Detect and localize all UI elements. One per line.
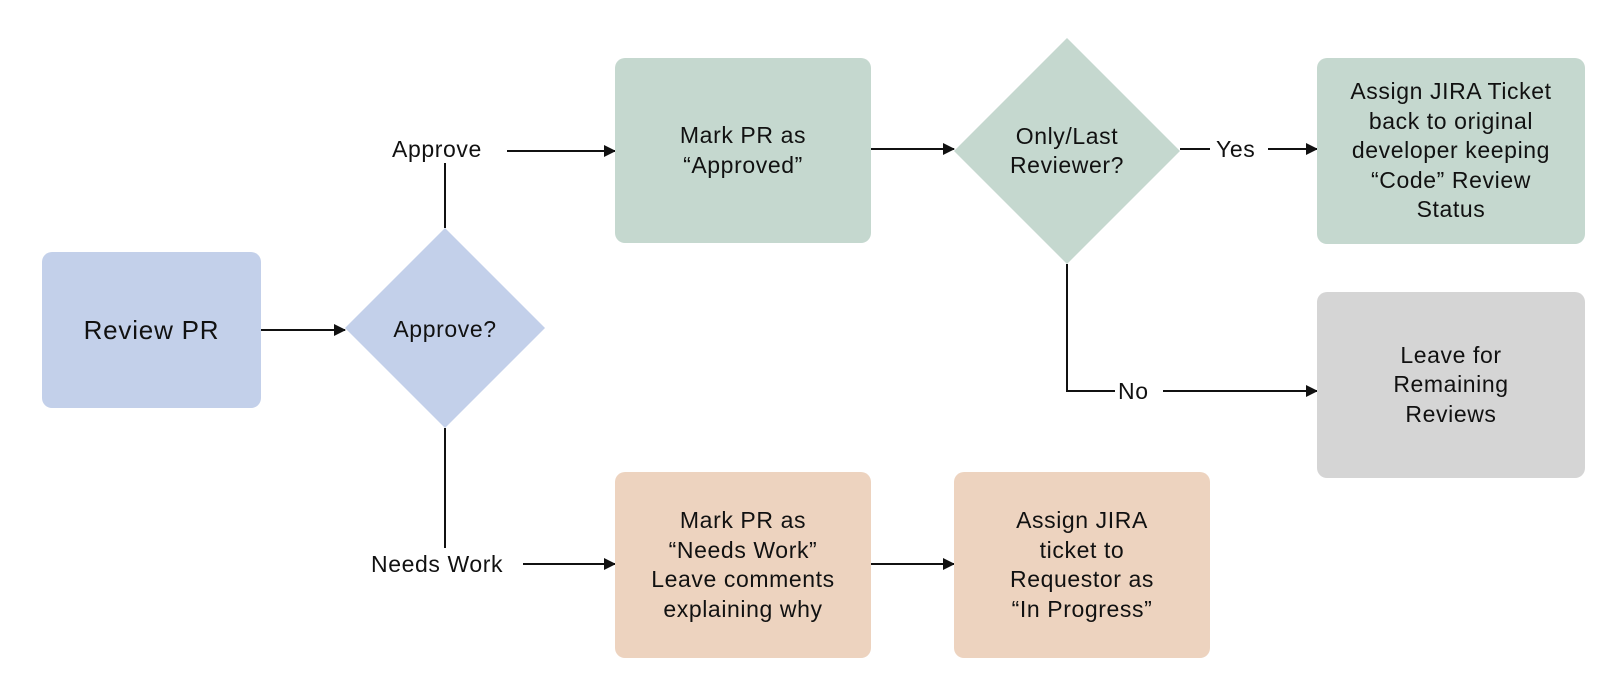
assign-requestor-text: Assign JIRA ticket to Requestor as “In P… bbox=[1010, 506, 1154, 624]
mark-approved-text: Mark PR as “Approved” bbox=[680, 121, 806, 180]
approve-decision-diamond[interactable] bbox=[345, 228, 545, 428]
node-text-line: Approve? bbox=[393, 316, 497, 343]
edge-label-yes: Yes bbox=[1216, 135, 1256, 163]
last-reviewer-decision-text: Only/Last Reviewer? bbox=[982, 118, 1152, 184]
node-text-line: Reviews bbox=[1405, 400, 1497, 427]
last-reviewer-decision-diamond[interactable] bbox=[954, 38, 1180, 264]
node-text-line: “Approved” bbox=[683, 151, 803, 178]
node-text-line: Leave for bbox=[1400, 341, 1502, 368]
assign-requestor-node[interactable]: Assign JIRA ticket to Requestor as “In P… bbox=[954, 472, 1210, 658]
leave-remaining-text: Leave for Remaining Reviews bbox=[1393, 341, 1508, 430]
node-text-line: Assign JIRA bbox=[1016, 507, 1148, 533]
review-pr-text: Review PR bbox=[84, 314, 220, 346]
edge-label-needs-work: Needs Work bbox=[371, 550, 504, 578]
node-text-line: Review PR bbox=[83, 315, 220, 345]
approve-decision-text: Approve? bbox=[365, 300, 525, 360]
node-text-line: Status bbox=[1416, 196, 1486, 223]
edge-label-approve: Approve bbox=[392, 135, 482, 163]
node-text-line: Mark PR as bbox=[679, 507, 807, 533]
node-text-line: Remaining bbox=[1393, 371, 1509, 398]
node-text-line: ticket to bbox=[1039, 536, 1125, 563]
mark-approved-node[interactable]: Mark PR as “Approved” bbox=[615, 58, 871, 243]
assign-back-text: Assign JIRA Ticket back to original deve… bbox=[1350, 77, 1551, 225]
node-text-line: Only/Last bbox=[1015, 122, 1119, 149]
node-text-line: Reviewer? bbox=[1009, 152, 1125, 178]
node-text-line: Mark PR as bbox=[679, 122, 807, 148]
edge-label-no: No bbox=[1118, 377, 1149, 405]
node-text-line: developer keeping bbox=[1351, 137, 1551, 164]
node-text-line: “Code” Review bbox=[1371, 166, 1531, 193]
assign-back-node[interactable]: Assign JIRA Ticket back to original deve… bbox=[1317, 58, 1585, 244]
node-text-line: “In Progress” bbox=[1011, 595, 1153, 622]
mark-needs-work-text: Mark PR as “Needs Work” Leave comments e… bbox=[651, 506, 835, 624]
node-text-line: Leave comments bbox=[651, 566, 835, 592]
node-text-line: “Needs Work” bbox=[668, 536, 818, 563]
leave-remaining-node[interactable]: Leave for Remaining Reviews bbox=[1317, 292, 1585, 478]
node-text-line: Requestor as bbox=[1010, 566, 1154, 592]
node-text-line: back to original bbox=[1368, 107, 1534, 134]
mark-needs-work-node[interactable]: Mark PR as “Needs Work” Leave comments e… bbox=[615, 472, 871, 658]
node-text-line: explaining why bbox=[663, 595, 823, 622]
review-pr-node[interactable]: Review PR bbox=[42, 252, 261, 408]
node-text-line: Assign JIRA Ticket bbox=[1350, 78, 1552, 105]
edge-last-reviewer-no-stem bbox=[1066, 264, 1115, 392]
